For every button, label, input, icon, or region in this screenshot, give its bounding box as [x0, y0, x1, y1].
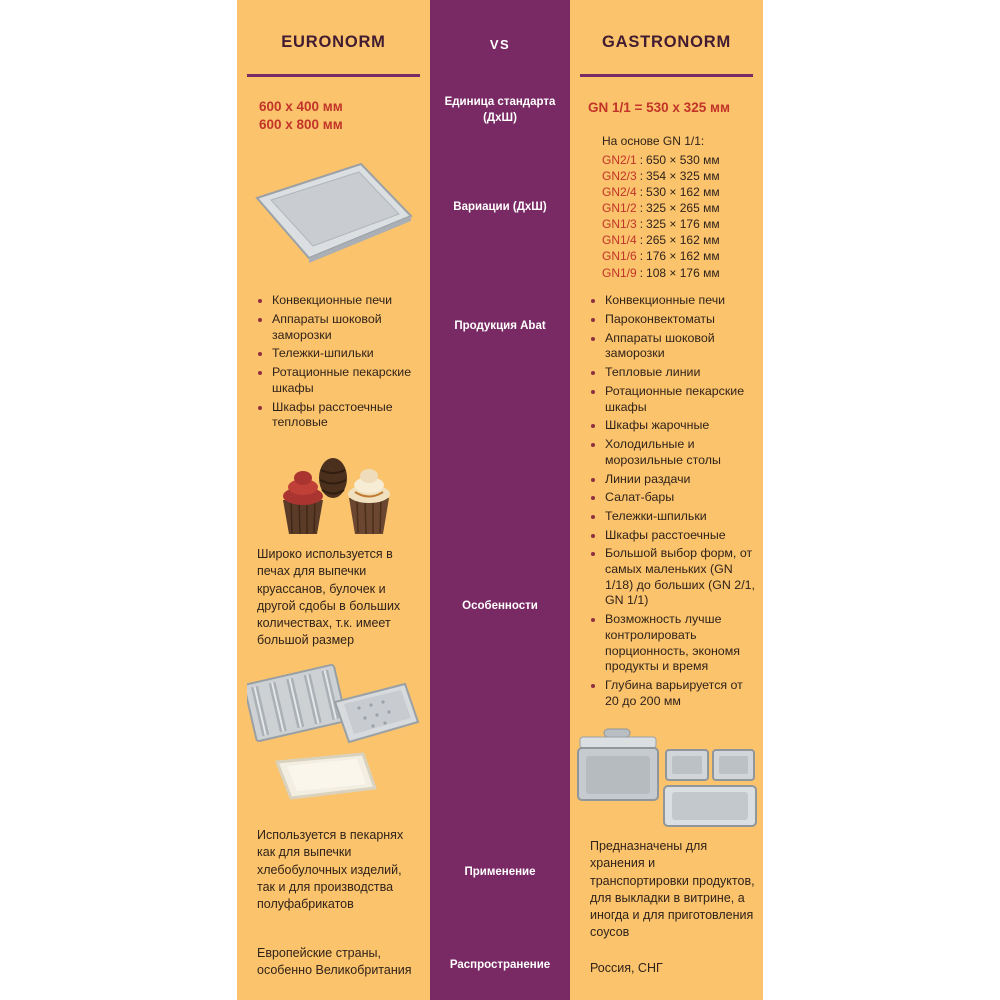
list-item: Шкафы расстоечные: [605, 528, 758, 544]
shallow-pan-shape: [663, 785, 757, 827]
criterion-features: Особенности: [462, 600, 538, 612]
gastronorm-usage-text: Предназначены для хранения и транспортир…: [590, 839, 755, 940]
criterion-distribution: Распространение: [449, 959, 551, 971]
list-item: Салат-бары: [605, 490, 758, 506]
list-item: Шкафы расстоечные тепловые: [272, 400, 424, 432]
lidded-pan-shape: [577, 728, 659, 801]
criterion-abat-products: Продукция Abat: [454, 320, 546, 332]
list-item: Большой выбор форм, от самых маленьких (…: [605, 546, 758, 609]
vs-label: VS: [489, 37, 511, 52]
euronorm-standard-line1: 600 x 400 мм: [259, 99, 343, 114]
infographic-board: EURONORM 600 x 400 мм 600 x 800 мм Конве…: [237, 0, 763, 1000]
baguette-tray-shape: [243, 663, 347, 742]
list-item: Конвекционные печи: [605, 293, 758, 309]
gn-variation-row: GN2/4:530 × 162 мм: [602, 185, 720, 200]
perforated-tray-shape: [333, 682, 420, 744]
gastronorm-title: GASTRONORM: [602, 33, 731, 51]
list-item: Линии раздачи: [605, 472, 758, 488]
list-item: Ротационные пекарские шкафы: [605, 384, 758, 416]
gn-variation-row: GN2/3:354 × 325 мм: [602, 169, 720, 184]
sheet-pan-image: [251, 158, 416, 266]
criterion-variations: Вариации (ДхШ): [453, 201, 547, 213]
gastronorm-title-underline: [580, 74, 753, 77]
gastronorm-distribution-text: Россия, СНГ: [590, 961, 663, 975]
list-item: Тепловые линии: [605, 365, 758, 381]
gn-variation-row: GN1/6:176 × 162 мм: [602, 249, 720, 264]
cupcakes-image: [267, 440, 399, 540]
euronorm-standard-size: 600 x 400 мм 600 x 800 мм: [259, 98, 343, 134]
white-tray-shape: [275, 752, 377, 800]
criterion-standard-unit: Единица стандарта (ДхШ): [444, 96, 556, 124]
euronorm-distribution-text: Европейские страны, особенно Великобрита…: [257, 946, 412, 978]
euronorm-column: EURONORM 600 x 400 мм 600 x 800 мм Конве…: [237, 0, 430, 1000]
euronorm-products-list: Конвекционные печи Аппараты шоковой замо…: [257, 293, 424, 434]
list-item: Конвекционные печи: [272, 293, 424, 309]
list-item: Аппараты шоковой заморозки: [272, 312, 424, 344]
cream-cupcake-shape: [348, 469, 390, 535]
euronorm-title-underline: [247, 74, 420, 77]
gn-variation-row: GN1/4:265 × 162 мм: [602, 233, 720, 248]
euronorm-standard-line2: 600 x 800 мм: [259, 117, 343, 133]
trays-set-image: [243, 660, 422, 810]
criteria-column: VS Единица стандарта (ДхШ) Вариации (ДхШ…: [430, 0, 570, 1000]
gn-variation-row: GN1/9:108 × 176 мм: [602, 265, 720, 280]
gastronorm-containers-image: [574, 724, 759, 832]
red-cupcake-shape: [283, 471, 323, 535]
gastronorm-standard-size: GN 1/1 = 530 x 325 мм: [588, 100, 730, 115]
list-item: Шкафы жарочные: [605, 418, 758, 434]
criterion-usage: Применение: [464, 866, 536, 878]
gn-variation-row: GN1/2:325 × 265 мм: [602, 201, 720, 216]
gastronorm-column: GASTRONORM GN 1/1 = 530 x 325 мм На осно…: [570, 0, 763, 1000]
gn-variation-row: GN1/3:325 × 176 мм: [602, 217, 720, 232]
gastronorm-features-list: Большой выбор форм, от самых маленьких (…: [590, 546, 758, 713]
list-item: Аппараты шоковой заморозки: [605, 331, 758, 363]
list-item: Ротационные пекарские шкафы: [272, 365, 424, 397]
gn-variations-intro: На основе GN 1/1:: [602, 134, 705, 148]
small-pans-shape: [665, 749, 755, 781]
gastronorm-products-list: Конвекционные печи Пароконвектоматы Аппа…: [590, 293, 758, 547]
list-item: Пароконвектоматы: [605, 312, 758, 328]
euronorm-usage-text: Используется в пекарнях как для выпечки …: [257, 828, 404, 911]
euronorm-title: EURONORM: [281, 33, 386, 51]
gn-variation-row: GN2/1:650 × 530 мм: [602, 153, 720, 167]
list-item: Тележки-шпильки: [605, 509, 758, 525]
euronorm-features-text: Широко используется в печах для выпечки …: [257, 547, 401, 648]
list-item: Тележки-шпильки: [272, 346, 424, 362]
gn-variations-list: GN2/1:650 × 530 мм GN2/3:354 × 325 мм GN…: [602, 152, 720, 281]
pinecone-shape: [319, 458, 347, 498]
list-item: Глубина варьируется от 20 до 200 мм: [605, 678, 758, 710]
list-item: Возможность лучше контролировать порцион…: [605, 612, 758, 675]
list-item: Холодильные и морозильные столы: [605, 437, 758, 469]
